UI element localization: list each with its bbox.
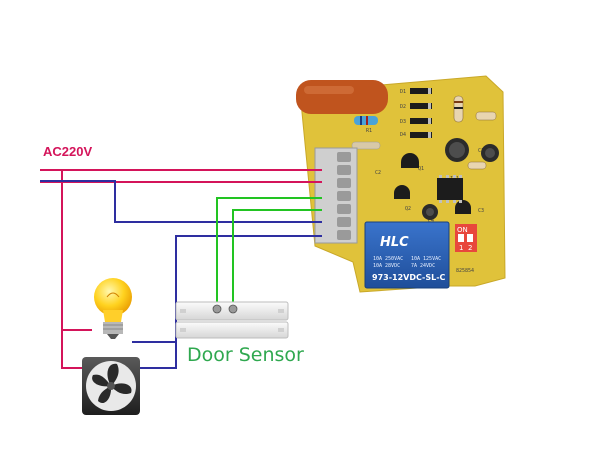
resistors [351,95,497,170]
svg-text:D3: D3 [400,119,406,125]
svg-text:D4: D4 [400,132,406,138]
power-label: AC220V [43,144,92,159]
x-capacitor [296,80,388,114]
wire-red-branch [61,170,92,369]
svg-text:D1: D1 [400,89,406,95]
svg-text:7A 24VDC: 7A 24VDC [411,263,435,269]
wire-green-2 [232,209,322,305]
wire-green-1 [216,197,322,305]
transistors [394,153,471,214]
svg-text:2: 2 [468,244,472,252]
relay-brand: HLC [380,235,409,250]
diodes [410,88,432,138]
svg-text:Q1: Q1 [418,166,424,172]
svg-text:C4: C4 [428,218,434,224]
electrolytic-capacitors [422,138,499,220]
svg-text:10A 28VDC: 10A 28VDC [373,263,400,269]
svg-text:C1: C1 [478,148,484,154]
relay: HLC 10A 250VAC 10A 125VAC 10A 28VDC 7A 2… [364,221,450,289]
relay-model: 973-12VDC-SL-C [372,273,446,282]
svg-text:ON: ON [457,226,468,234]
dip-switch[interactable]: ON 1 2 [455,224,477,252]
relay-board: D1 D2 D3 D4 C1 C2 C3 C4 Q1 Q2 R1 R2 IC1 … [296,75,506,293]
svg-text:10A 125VAC: 10A 125VAC [411,256,441,262]
svg-text:1: 1 [459,244,463,252]
wire-blue-load [132,235,322,369]
ic-chip [437,175,463,203]
svg-text:C2: C2 [375,170,381,176]
sensor-label: Door Sensor [187,344,304,366]
svg-text:825854: 825854 [456,268,474,274]
svg-text:C3: C3 [478,208,484,214]
terminal-block [314,147,358,244]
svg-text:D2: D2 [400,104,406,110]
light-bulb-icon [94,278,132,339]
svg-text:10A 250VAC: 10A 250VAC [373,256,403,262]
door-sensor-icon [175,301,289,339]
svg-text:Q2: Q2 [405,206,411,212]
fan-icon [82,357,140,415]
wire-blue-neutral [40,180,322,223]
svg-text:R1: R1 [366,128,372,134]
